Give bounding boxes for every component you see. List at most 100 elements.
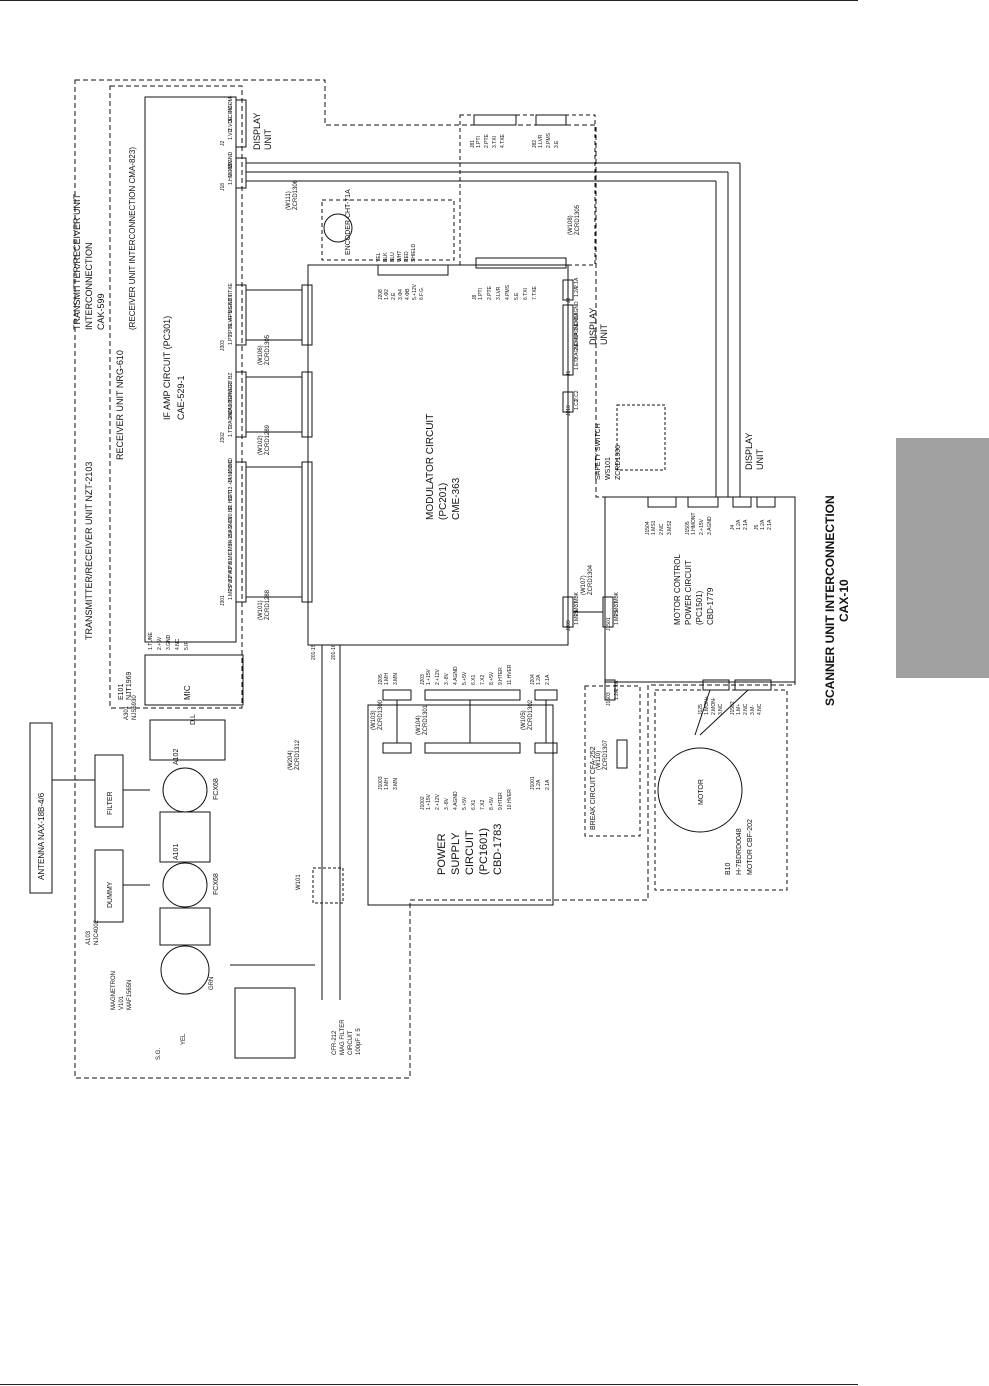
j1002-pin-3: 4.AGND	[453, 791, 459, 810]
j210-pin-0: 1.C2	[574, 399, 580, 410]
j205-pin-1: 3.MN	[393, 673, 399, 685]
j203-box	[424, 689, 521, 701]
receiver-unit-label: RECEIVER UNIT NRG-610	[115, 350, 125, 460]
j302-pin-6: 7.BZ	[228, 372, 234, 383]
j1002-pin-8: 9.HTER	[498, 792, 504, 810]
magnetron-label-1: V101	[119, 995, 125, 1010]
j81-box	[473, 114, 517, 126]
j82-pin-2: 3.E	[554, 140, 560, 148]
j208-pin-0: 1.Φ2	[384, 289, 390, 300]
j201b-box	[301, 461, 313, 603]
cable-w108-0: (W108)	[568, 215, 574, 235]
if-amp-board	[144, 96, 237, 643]
j3-box	[562, 279, 574, 301]
mic-pin-2: 3.GND	[166, 634, 172, 650]
cable-w110-1: ZCRD1307	[603, 739, 609, 770]
mic-pin-0: 1.TUNE	[148, 632, 154, 650]
coax-label-0: 201-15	[311, 644, 317, 660]
j301-box	[235, 461, 247, 603]
j303-pin-4: 5.GND	[228, 297, 234, 313]
j303-pin-5: 6.TXI	[228, 293, 234, 305]
j1-name: J1	[566, 371, 572, 377]
antenna-box	[29, 722, 53, 894]
j1503-box	[604, 679, 616, 701]
motor-control-label-1: POWER CIRCUIT	[684, 560, 693, 625]
j302-box	[235, 371, 247, 438]
static-shapes	[29, 79, 796, 1079]
j1001-box	[534, 742, 558, 754]
coax-label-1: 201-16	[331, 644, 337, 660]
j203-pin-9: 11.HVER	[507, 664, 513, 685]
mic-label: MIC	[183, 685, 192, 700]
j203-pin-3: 4.AGND	[453, 666, 459, 685]
j125-name: J125	[698, 704, 704, 715]
receiver-enclosure	[109, 85, 243, 709]
j8-pin-2: 3.LVR	[496, 286, 502, 300]
j301-pin-14: 15.NC	[228, 459, 234, 474]
j1503-name: J1503	[606, 692, 612, 706]
j1001-name: J1001	[530, 776, 536, 790]
j1504-box	[647, 496, 677, 508]
j1501-pin-1: 2.MCT	[614, 601, 620, 616]
j301-pin-0: 1.MPS	[228, 584, 234, 600]
j203-pin-2: 3.-8V	[444, 672, 450, 685]
trx-interconnection-label-2: CAK-599	[96, 293, 106, 330]
j1002-pin-9: 10.HVER	[507, 789, 513, 810]
top-rule	[0, 0, 858, 1]
j303-name: J303	[220, 340, 226, 351]
encoder-label: ENCODER CHT-71A	[345, 189, 352, 255]
cable-w108-1: ZCRD1305	[575, 204, 581, 235]
j82-pin-1: 2.PMS	[546, 132, 552, 148]
j303-pin-2: 3.LVR	[228, 315, 234, 329]
power-supply-label-3: (PC1601)	[478, 828, 490, 875]
filter-box	[94, 754, 124, 828]
j2-box	[235, 99, 247, 148]
j3-name: J3	[566, 298, 572, 304]
j1003-box	[382, 742, 412, 754]
j82-pin-0: 1.LVR	[538, 134, 544, 148]
j303-pin-6: 7.TXE	[228, 282, 234, 297]
cable-w104-1: ZCRD1301	[423, 704, 429, 735]
j301-pin-7: 8.AGND	[228, 518, 234, 537]
j301-pin-8: 9.-7V	[228, 515, 234, 528]
mic-id-1: NJT1969	[126, 671, 133, 700]
w101-label: W101	[296, 874, 302, 890]
j18-box	[235, 157, 247, 189]
encoder-box	[321, 199, 455, 261]
j1502-pin-2: 3.M-	[750, 705, 756, 715]
j209-pin-0: 1.MPS	[574, 609, 580, 625]
j5-name: J5	[754, 525, 760, 531]
magnetron-symbol	[160, 945, 210, 995]
j203-pin-4: 5.+5V	[462, 671, 468, 685]
break-resistor	[616, 739, 628, 769]
j1-box	[562, 304, 574, 376]
cable-w106-0: (W106)	[258, 345, 264, 365]
j1003-name: J1003	[378, 776, 384, 790]
j1002-pin-7: 8.+5V	[489, 796, 495, 810]
j1002-pin-6: 7.X2	[480, 799, 486, 810]
j302-name: J302	[220, 432, 226, 443]
j204-name: J204	[530, 674, 536, 685]
j1505-box	[687, 496, 719, 508]
cable-w105-1: ZCRD1302	[528, 699, 534, 730]
j125-box	[702, 679, 730, 691]
j1503-pin-1: 2.1A	[614, 680, 620, 691]
j82-box	[535, 114, 567, 126]
j301-pin-11: 12.TI	[228, 490, 234, 501]
power-supply-board	[367, 704, 554, 906]
power-supply-label-2: CIRCUIT	[464, 830, 476, 875]
motor-control-label-0: MOTOR CONTROL	[673, 553, 682, 625]
j1503-pin-0: 1.2A	[614, 689, 620, 700]
j2-pin-3: 4.COM-	[228, 95, 234, 113]
dummy-box	[94, 849, 124, 923]
j301-pin-5: 6.MBK	[228, 539, 234, 555]
j2-pin-1: 2.VDE	[228, 116, 234, 131]
a301-label-1: NJS6930	[132, 695, 138, 720]
diagram-title-line1: SCANNER UNIT INTERCONNECTION	[823, 495, 837, 706]
j8-pin-3: 4.PMS	[505, 284, 511, 300]
j209-pin-1: 2.MCT	[574, 601, 580, 616]
j4-name: J4	[730, 525, 736, 531]
j302-pin-5: 6.C2	[228, 381, 234, 392]
j81-pin-0: 1.PTI	[476, 136, 482, 148]
